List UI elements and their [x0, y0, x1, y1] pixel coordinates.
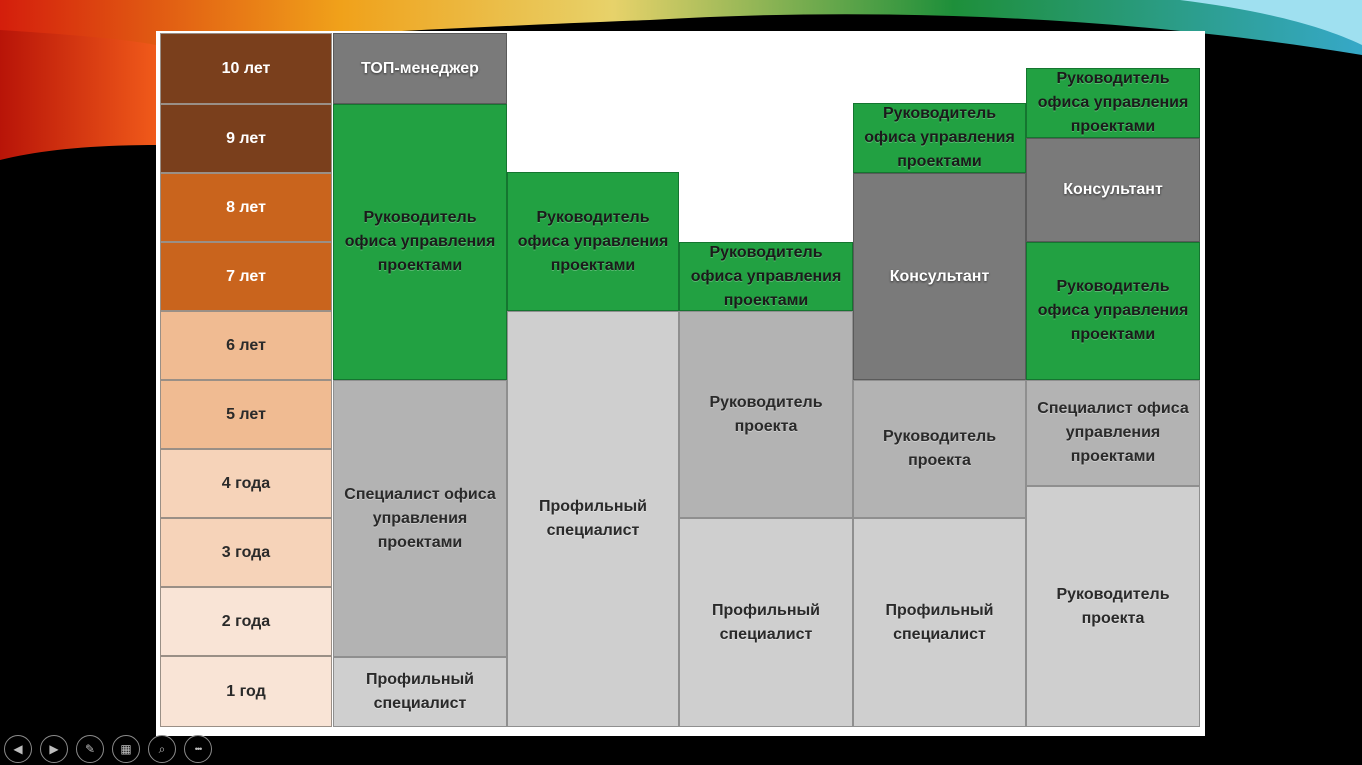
col5-pmo-head: Руководитель офиса управления проектами [1026, 242, 1200, 380]
col5-pmo-specialist: Специалист офиса управления проектами [1026, 380, 1200, 486]
year-7: 7 лет [160, 242, 332, 311]
col3-project-manager: Руководитель проекта [679, 311, 853, 518]
year-10: 10 лет [160, 33, 332, 104]
col2-pmo-head: Руководитель офиса управления проектами [507, 172, 679, 311]
zoom-icon[interactable]: ⌕ [148, 735, 176, 763]
col1-profile-specialist: Профильный специалист [333, 657, 507, 727]
col5-consultant: Консультант [1026, 138, 1200, 242]
col5-project-manager: Руководитель проекта [1026, 486, 1200, 727]
year-4: 4 года [160, 449, 332, 518]
year-3: 3 года [160, 518, 332, 587]
decorative-header-swoosh [0, 0, 1362, 160]
col3-pmo-head: Руководитель офиса управления проектами [679, 242, 853, 311]
col1-pmo-specialist: Специалист офиса управления проектами [333, 380, 507, 657]
year-2: 2 года [160, 587, 332, 656]
col4-profile-specialist: Профильный специалист [853, 518, 1026, 727]
slideshow-controls: ◀ ▶ ✎ ▦ ⌕ ••• [4, 734, 212, 764]
year-6: 6 лет [160, 311, 332, 380]
year-9: 9 лет [160, 104, 332, 173]
previous-slide-icon[interactable]: ◀ [4, 735, 32, 763]
slides-grid-icon[interactable]: ▦ [112, 735, 140, 763]
col3-profile-specialist: Профильный специалист [679, 518, 853, 727]
next-slide-icon[interactable]: ▶ [40, 735, 68, 763]
col4-consultant: Консультант [853, 173, 1026, 380]
year-8: 8 лет [160, 173, 332, 242]
col5-pmo-head-top: Руководитель офиса управления проектами [1026, 68, 1200, 138]
year-5: 5 лет [160, 380, 332, 449]
more-options-icon[interactable]: ••• [184, 735, 212, 763]
year-1: 1 год [160, 656, 332, 727]
col2-profile-specialist: Профильный специалист [507, 311, 679, 727]
col4-pmo-head: Руководитель офиса управления проектами [853, 103, 1026, 173]
pen-icon[interactable]: ✎ [76, 735, 104, 763]
col4-project-manager: Руководитель проекта [853, 380, 1026, 518]
col1-pmo-head: Руководитель офиса управления проектами [333, 104, 507, 380]
col1-top-manager: ТОП-менеджер [333, 33, 507, 104]
